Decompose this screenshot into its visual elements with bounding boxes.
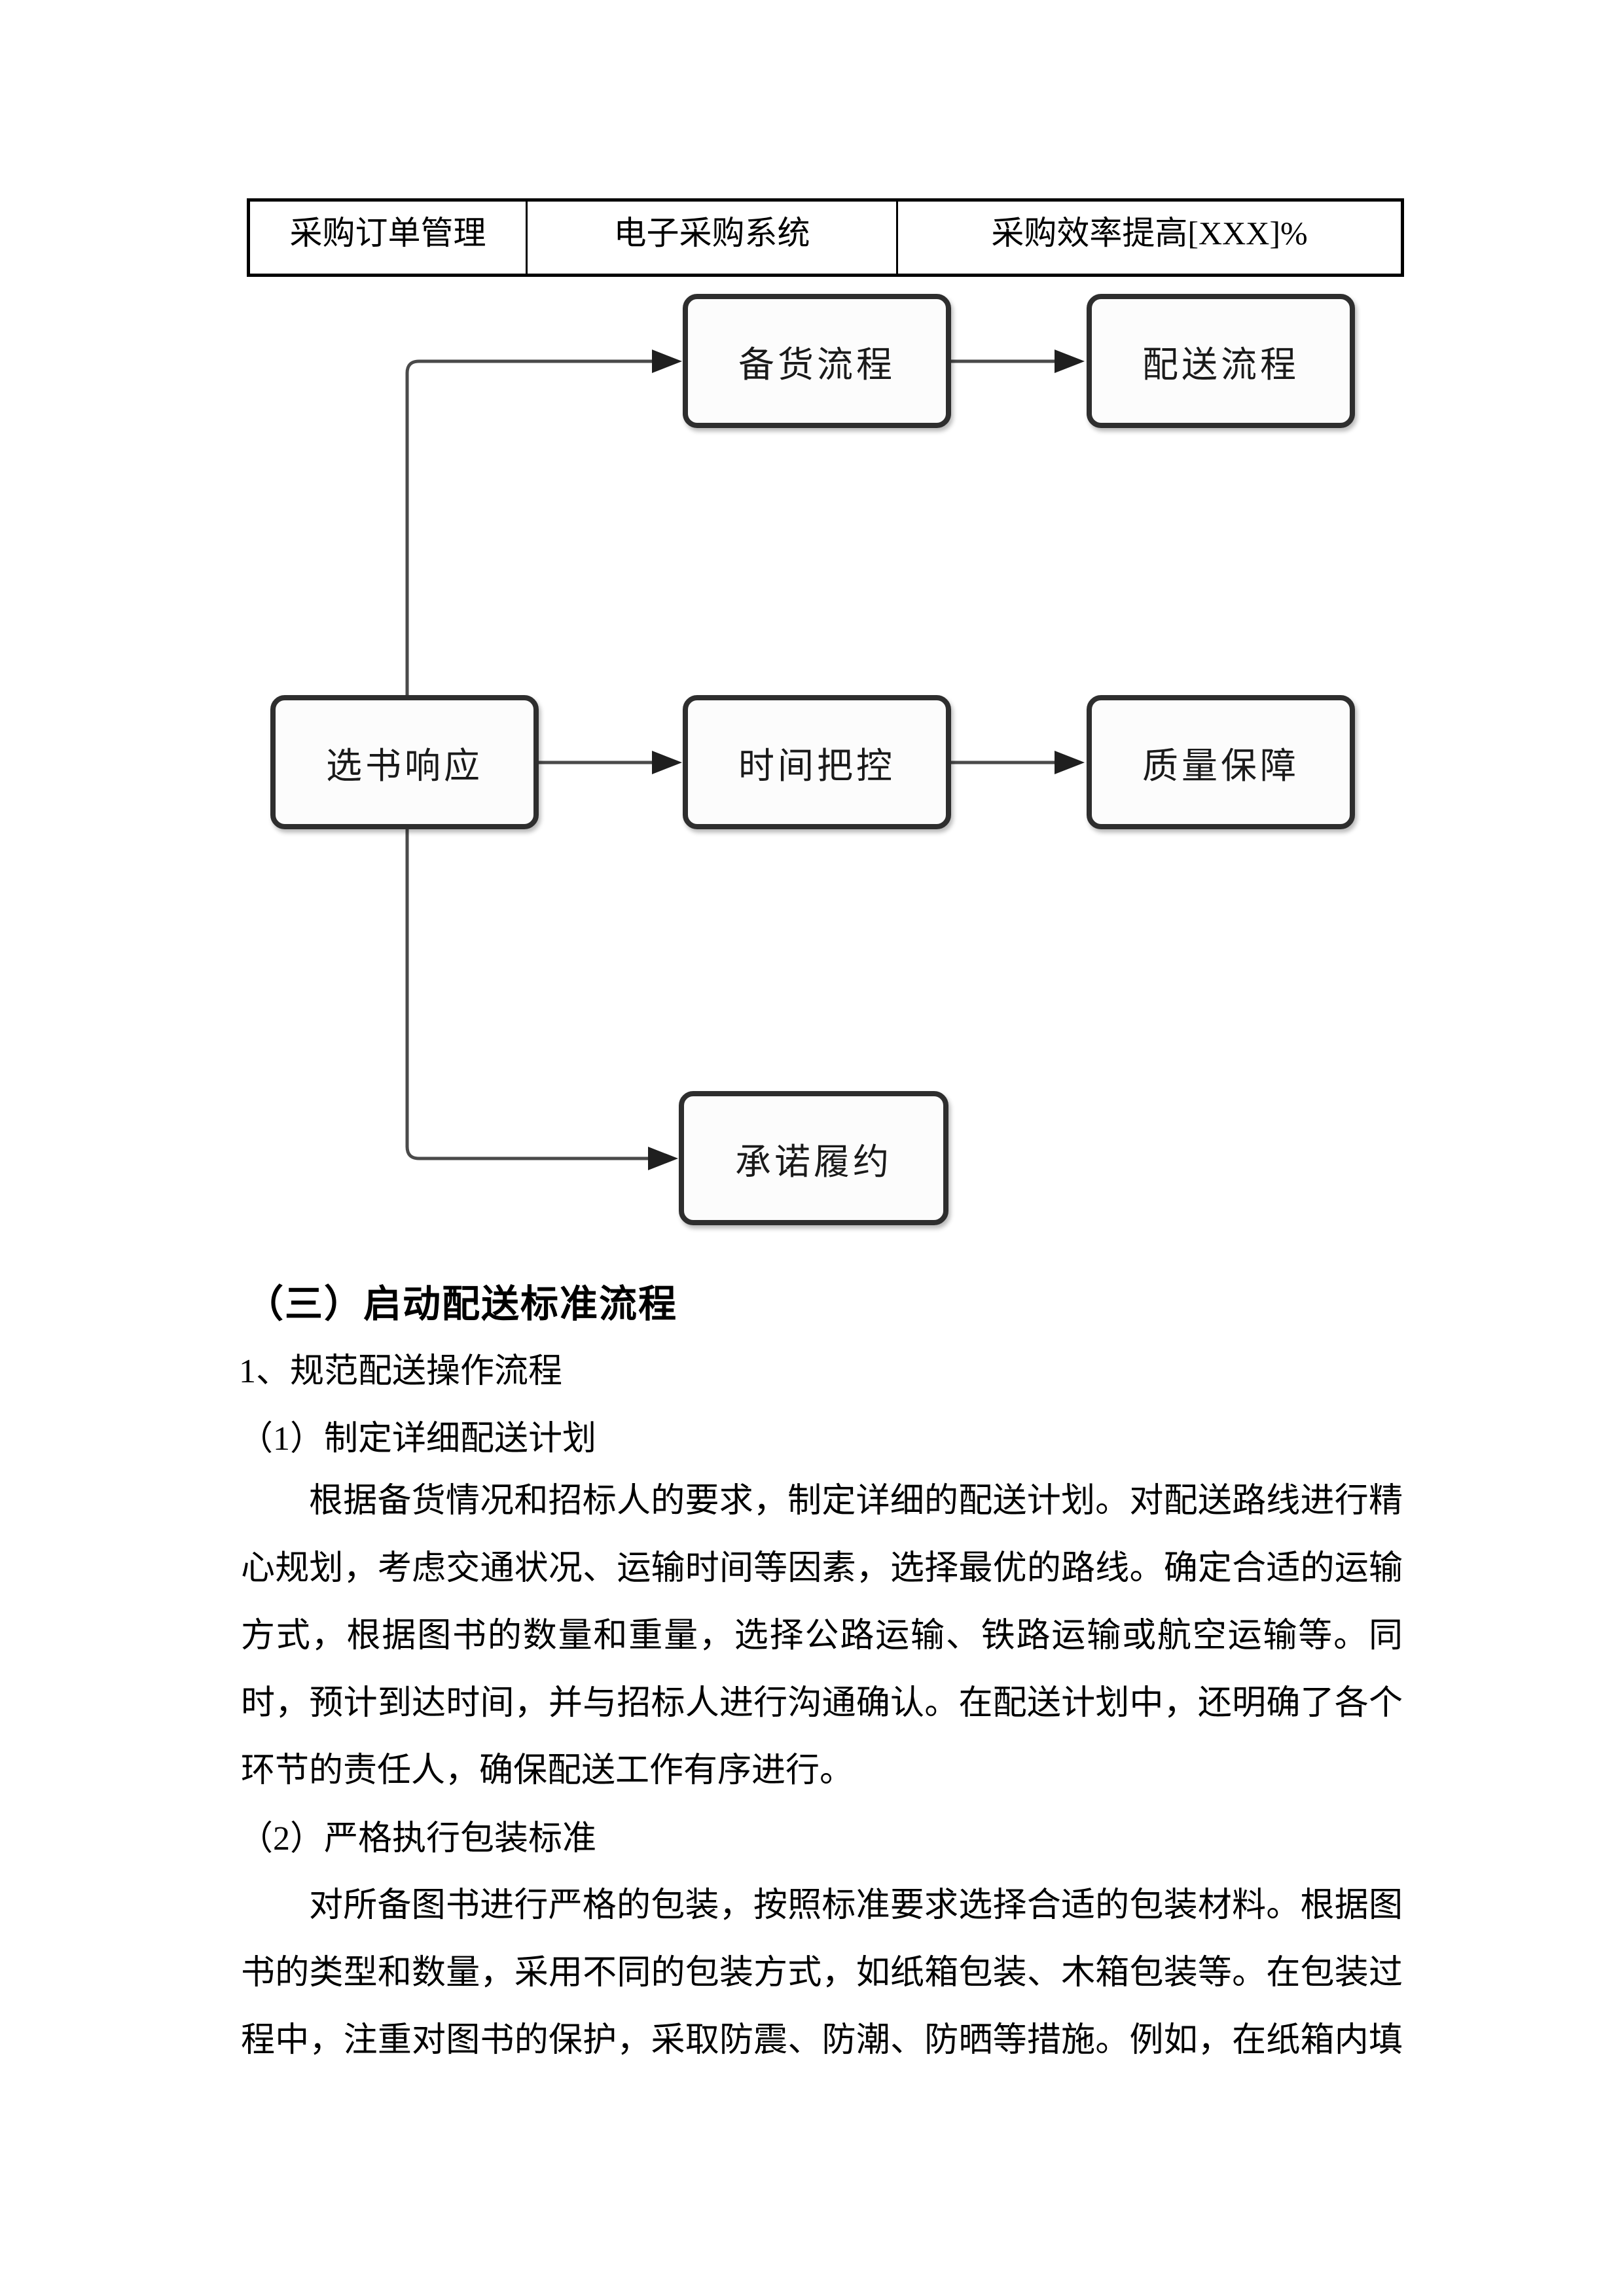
connector-xuanshu-to-beihuo	[405, 350, 682, 695]
section-heading: （三）启动配送标准流程	[245, 1283, 678, 1325]
connector-xuanshu-to-chengnuo	[405, 829, 678, 1170]
body-line: 对所备图书进行严格的包装，按照标准要求选择合适的包装材料。根据图	[309, 1887, 1403, 1924]
body-line: 心规划，考虑交通状况、运输时间等因素，选择最优的路线。确定合适的运输	[241, 1550, 1403, 1587]
table-row: 采购订单管理 电子采购系统 采购效率提高[XXX]%	[247, 199, 1403, 276]
flow-node-book-selection-response: 选书响应	[270, 695, 539, 829]
spec-table: 采购订单管理 电子采购系统 采购效率提高[XXX]%	[247, 198, 1404, 277]
body-line: 时，预计到达时间，并与招标人进行沟通确认。在配送计划中，还明确了各个	[241, 1685, 1403, 1722]
body-line: 根据备货情况和招标人的要求，制定详细的配送计划。对配送路线进行精	[309, 1482, 1403, 1520]
subsection-1-title: 1、规范配送操作流程	[239, 1353, 563, 1390]
table-cell-efficiency: 采购效率提高[XXX]%	[896, 199, 1403, 276]
subsection-1-2-title: （2）严格执行包装标准	[239, 1820, 597, 1857]
table-cell-order-management: 采购订单管理	[247, 199, 528, 276]
subsection-1-1-title: （1）制定详细配送计划	[239, 1420, 597, 1458]
flow-node-time-control: 时间把控	[683, 695, 951, 829]
flow-node-delivery-process: 配送流程	[1087, 294, 1355, 428]
body-line: 书的类型和数量，采用不同的包装方式，如纸箱包装、木箱包装等。在包装过	[241, 1954, 1403, 1992]
body-line: 环节的责任人，确保配送工作有序进行。	[241, 1752, 854, 1789]
flow-node-quality-assurance: 质量保障	[1087, 695, 1355, 829]
body-line: 方式，根据图书的数量和重量，选择公路运输、铁路运输或航空运输等。同	[241, 1617, 1403, 1655]
flow-node-commitment-fulfillment: 承诺履约	[679, 1091, 948, 1225]
table-cell-eprocurement-system: 电子采购系统	[526, 199, 898, 276]
body-line: 程中，注重对图书的保护，采取防震、防潮、防晒等措施。例如，在纸箱内填	[241, 2022, 1403, 2059]
flow-node-stocking-process: 备货流程	[683, 294, 951, 428]
